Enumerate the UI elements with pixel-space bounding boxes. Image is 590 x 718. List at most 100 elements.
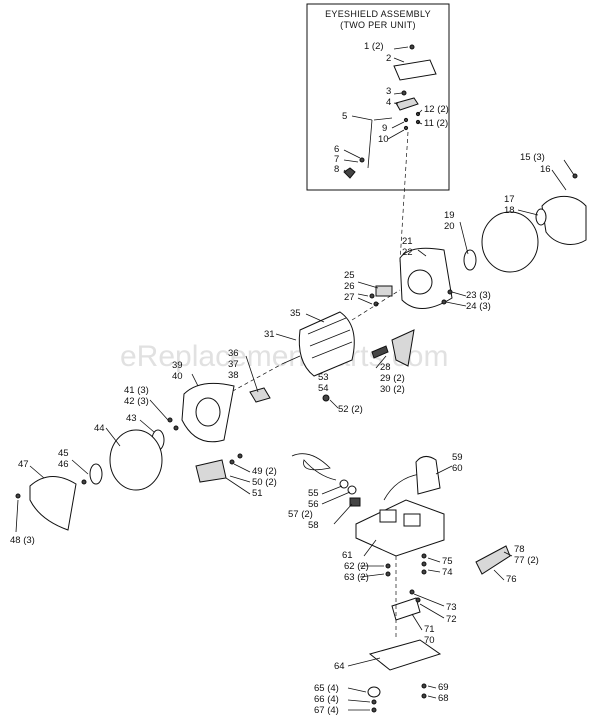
- part-label: 52 (2): [338, 404, 363, 415]
- switch-plate-76: [475, 545, 511, 575]
- part-label: 41 (3): [124, 385, 149, 396]
- part-label: 3: [386, 86, 391, 97]
- part-label: 73: [446, 602, 457, 613]
- part-label: 11 (2): [424, 118, 448, 129]
- bottom-plate: [368, 639, 442, 671]
- part-label: 50 (2): [252, 477, 277, 488]
- part-label: 66 (4): [314, 694, 339, 705]
- bracket-36-38: [249, 387, 271, 403]
- lamp-shade: [415, 456, 441, 495]
- part-label: 23 (3): [466, 290, 491, 301]
- grinding-wheel-left: [109, 429, 163, 491]
- base: [355, 499, 445, 557]
- part-label: 57 (2): [288, 509, 313, 520]
- part-label: 51: [252, 488, 263, 499]
- support-rod: [367, 117, 393, 169]
- inset-subtitle: (TWO PER UNIT): [340, 20, 416, 30]
- part-label: 64: [334, 661, 345, 672]
- part-label: 74: [442, 567, 453, 578]
- part-label: 42 (3): [124, 396, 149, 407]
- part-label: 48 (3): [10, 535, 35, 546]
- eyeshield-inset-frame: [306, 3, 450, 191]
- lamp-neck: [383, 473, 421, 501]
- part-label: 5: [342, 111, 347, 122]
- part-label: 1 (2): [364, 41, 384, 52]
- tool-rest-bracket-25: [375, 285, 393, 297]
- part-label: 68: [438, 693, 449, 704]
- part-label: 8: [334, 164, 339, 175]
- part-label: 69: [438, 682, 449, 693]
- leader-lines: [15, 46, 575, 711]
- part-label: 53: [318, 372, 329, 383]
- part-label: 21: [402, 236, 413, 247]
- part-label: 20: [444, 221, 455, 232]
- part-label: 37: [228, 359, 239, 370]
- part-label: 19: [444, 210, 455, 221]
- part-label: 47: [18, 459, 29, 470]
- part-label: 30 (2): [380, 384, 405, 395]
- left-guard-47: [29, 476, 77, 531]
- part-labels: 1 (2) 2 3 4 5 9 10 12 (2) 11 (2) 6 7 8 1…: [10, 41, 551, 716]
- part-label: 54: [318, 383, 329, 394]
- part-label: 39: [172, 360, 183, 371]
- part-label: 38: [228, 370, 239, 381]
- tool-rest-51: [195, 459, 227, 483]
- part-label: 70: [424, 635, 435, 646]
- part-label: 55: [308, 488, 319, 499]
- part-label: 45: [58, 448, 69, 459]
- part-label: 35: [290, 308, 301, 319]
- part-label: 59: [452, 452, 463, 463]
- inset-title: EYESHIELD ASSEMBLY: [325, 9, 431, 19]
- part-label: 56: [308, 499, 319, 510]
- part-label: 10: [378, 134, 389, 145]
- switch-58: [349, 497, 361, 507]
- part-label: 25: [344, 270, 355, 281]
- part-label: 12 (2): [424, 104, 449, 115]
- screw-1: [409, 44, 415, 50]
- motor: [298, 311, 355, 377]
- part-label: 36: [228, 348, 239, 359]
- part-label: 71: [424, 624, 435, 635]
- flange-18: [535, 208, 547, 226]
- right-guard-16: [541, 195, 587, 245]
- part-label: 58: [308, 520, 319, 531]
- part-label: 18: [504, 205, 515, 216]
- part-label: 28: [380, 362, 391, 373]
- part-label: 9: [382, 123, 387, 134]
- bracket-4: [395, 97, 419, 111]
- part-label: 75: [442, 556, 453, 567]
- part-label: 43: [126, 413, 137, 424]
- tool-rest-28: [391, 329, 415, 367]
- part-label: 29 (2): [380, 373, 405, 384]
- part-label: 65 (4): [314, 683, 339, 694]
- part-label: 72: [446, 614, 457, 625]
- part-label: 67 (4): [314, 705, 339, 716]
- part-label: 60: [452, 463, 463, 474]
- capacitor: [391, 597, 421, 621]
- part-label: 31: [264, 329, 275, 340]
- part-label: 46: [58, 459, 69, 470]
- part-label: 27: [344, 292, 355, 303]
- part-label: 22: [402, 247, 413, 258]
- part-label: 40: [172, 371, 183, 382]
- foot-65: [367, 686, 381, 698]
- part-label: 7: [334, 154, 339, 165]
- part-label: 16: [540, 164, 551, 175]
- flange-20: [463, 249, 477, 271]
- screw-3: [401, 90, 407, 96]
- part-label: 62 (2): [344, 561, 369, 572]
- part-label: 2: [386, 53, 391, 64]
- part-label: 17: [504, 194, 515, 205]
- part-label: 44: [94, 423, 105, 434]
- power-cord: [291, 453, 337, 481]
- flange-45: [89, 463, 103, 485]
- part-label: 15 (3): [520, 152, 545, 163]
- eyeshield-plate: [393, 59, 437, 81]
- part-label: 76: [506, 574, 517, 585]
- part-label: 26: [344, 281, 355, 292]
- knob-8: [343, 167, 356, 179]
- part-label: 24 (3): [466, 301, 491, 312]
- grinding-wheel-right: [481, 211, 539, 273]
- part-label: 49 (2): [252, 466, 277, 477]
